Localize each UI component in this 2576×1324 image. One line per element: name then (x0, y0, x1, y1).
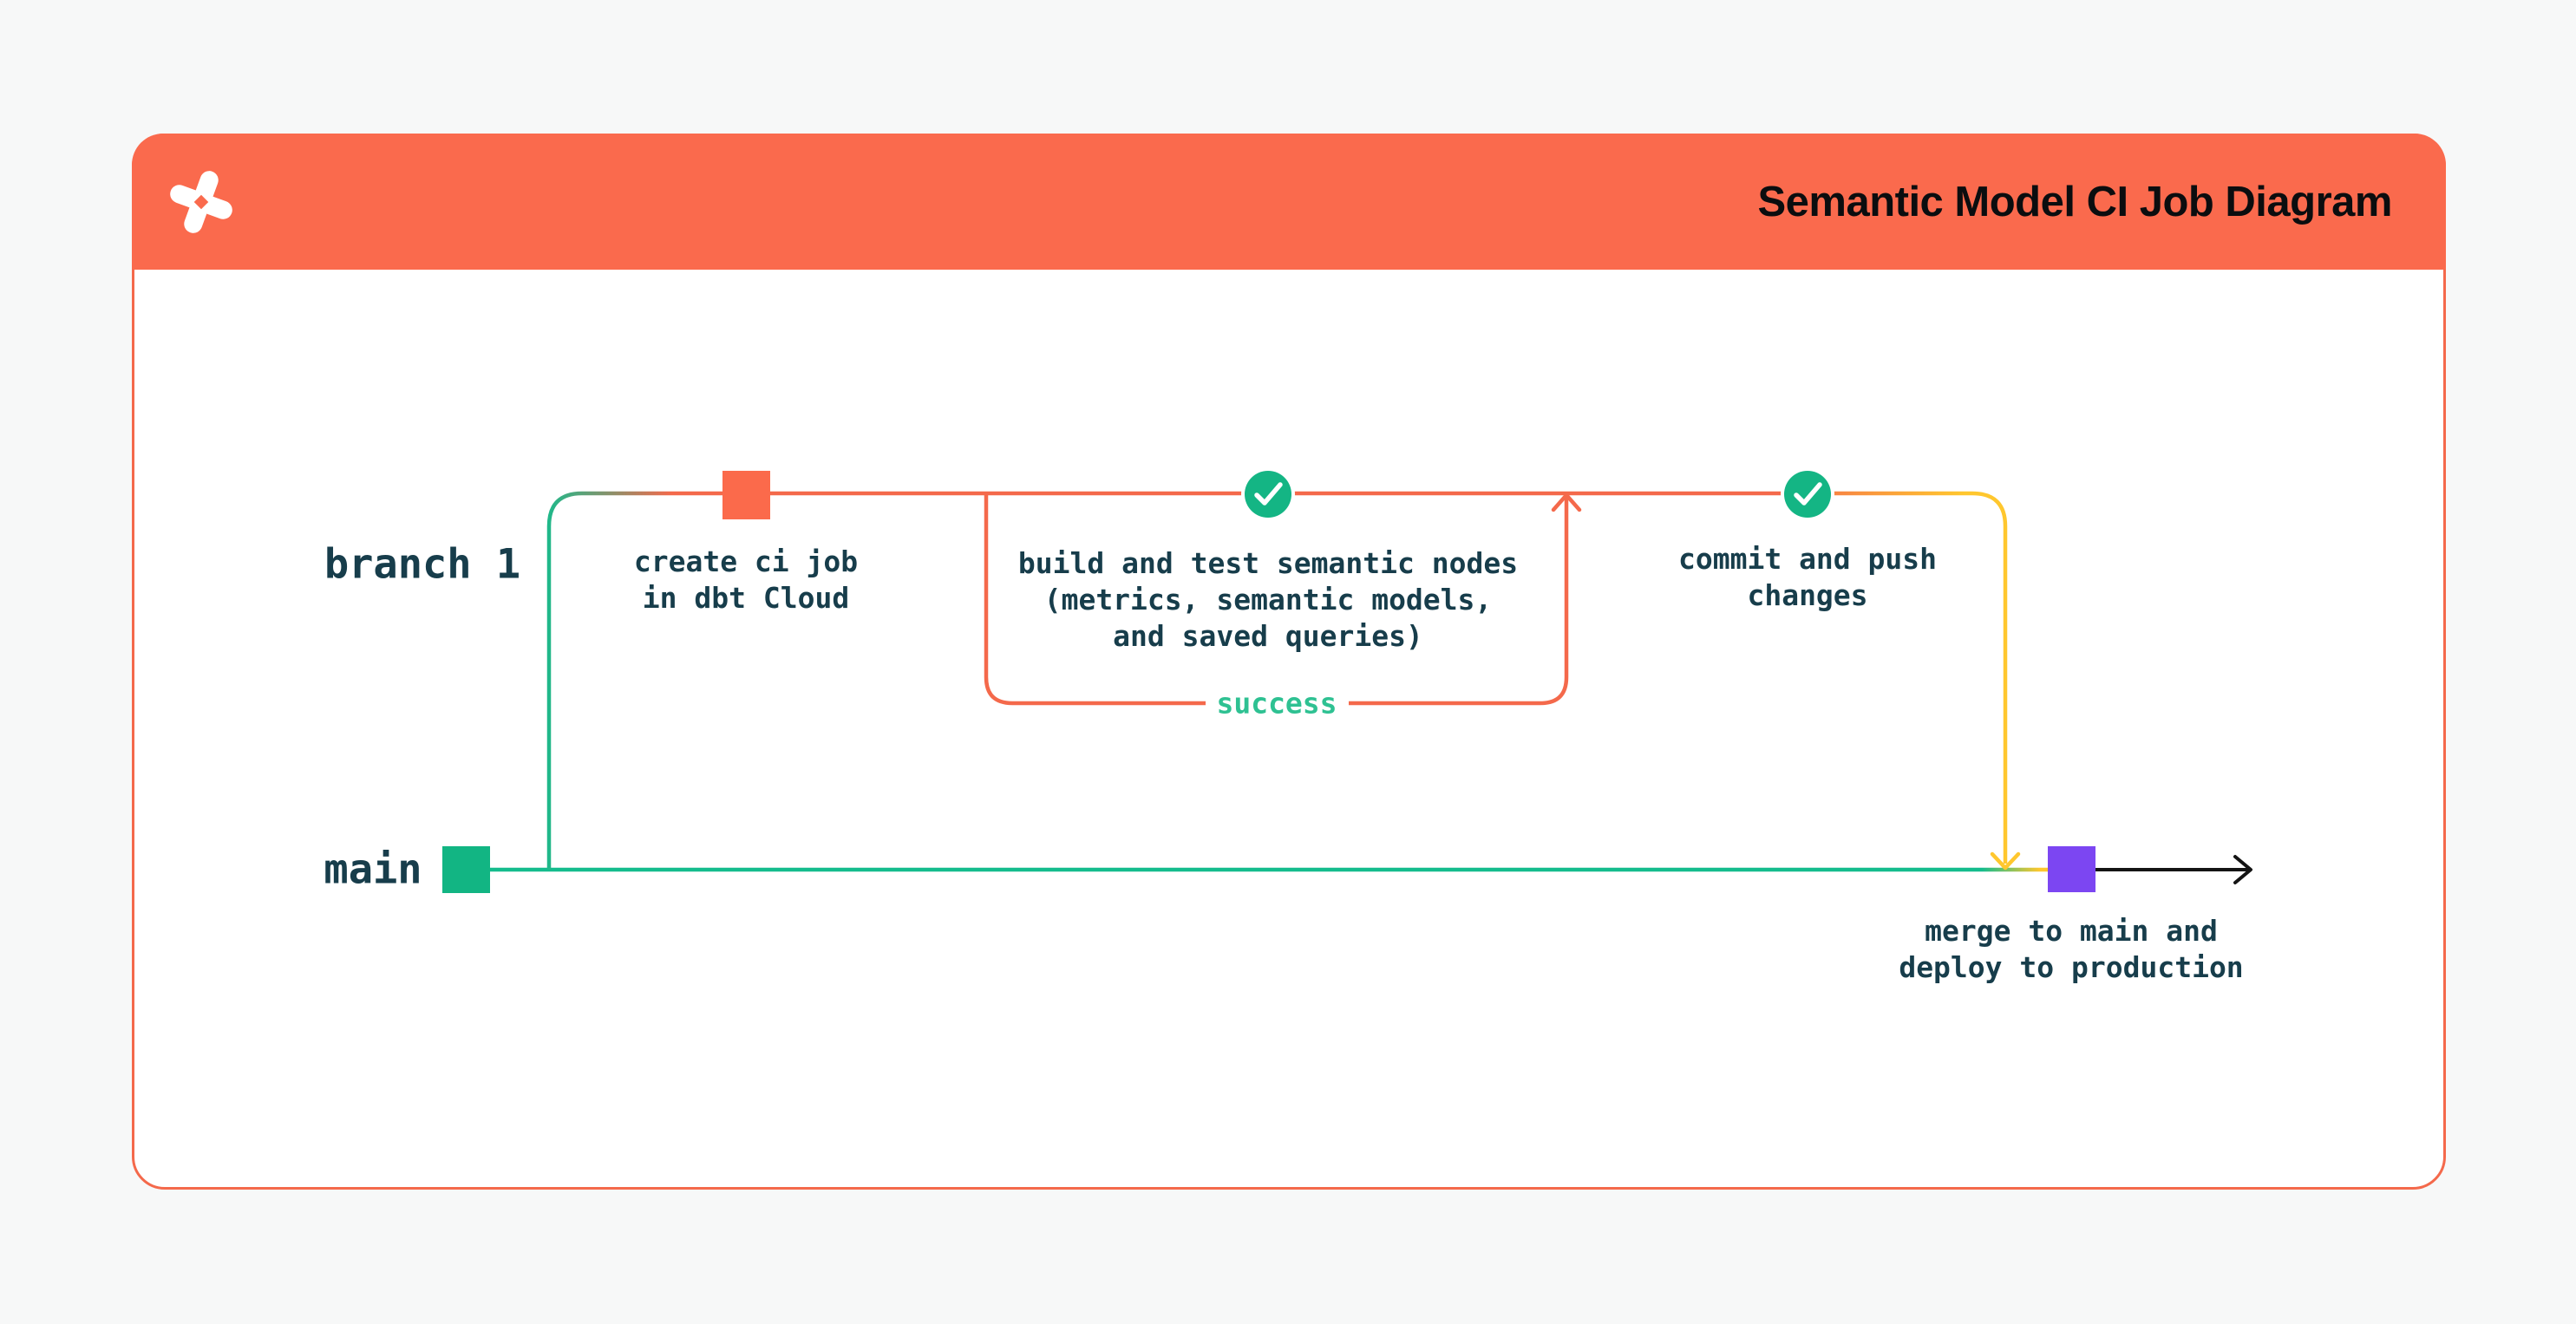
arrow-right-icon (2233, 855, 2252, 884)
main-lane-label: main (324, 845, 422, 894)
check-mark (1254, 482, 1283, 505)
merge-down-line (1778, 491, 2008, 864)
node-caption-commit-push: commit and push changes (1678, 541, 1937, 614)
main-commit-node (442, 846, 490, 893)
page-title: Semantic Model CI Job Diagram (1757, 178, 2392, 225)
success-loop-right (1349, 498, 1569, 706)
caption-line: build and test semantic nodes (1017, 546, 1519, 580)
node-caption-merge-deploy: merge to main and deploy to production (1899, 913, 2243, 986)
branch-lane-label: branch 1 (324, 540, 521, 589)
arrow-down-icon (1990, 851, 2021, 871)
ci-job-commit-node (722, 471, 770, 519)
node-caption-create-ci-job: create ci job in dbt Cloud (634, 544, 858, 616)
check-icon-build-test (1245, 471, 1291, 518)
header-bar: Semantic Model CI Job Diagram (132, 134, 2446, 270)
caption-line: merge to main and (1925, 914, 2218, 948)
caption-line: and saved queries) (1113, 619, 1423, 653)
caption-line: deploy to production (1899, 950, 2244, 984)
check-mark (1794, 482, 1822, 505)
success-loop-left (984, 495, 1206, 706)
node-caption-build-test: build and test semantic nodes (metrics, … (1018, 545, 1518, 655)
caption-line: changes (1747, 578, 1868, 612)
dbt-logo-icon (170, 170, 232, 233)
caption-line: in dbt Cloud (642, 581, 850, 615)
diagram-card (132, 134, 2446, 1190)
feature-branch-line (546, 491, 1778, 870)
arrow-up-icon (1551, 492, 1582, 512)
caption-line: commit and push (1677, 542, 1938, 576)
caption-line: (metrics, semantic models, (1043, 583, 1493, 616)
merge-commit-node (2048, 846, 2095, 892)
caption-line: create ci job (633, 545, 859, 578)
check-icon-commit-push (1784, 471, 1831, 518)
success-label: success (1216, 686, 1337, 721)
